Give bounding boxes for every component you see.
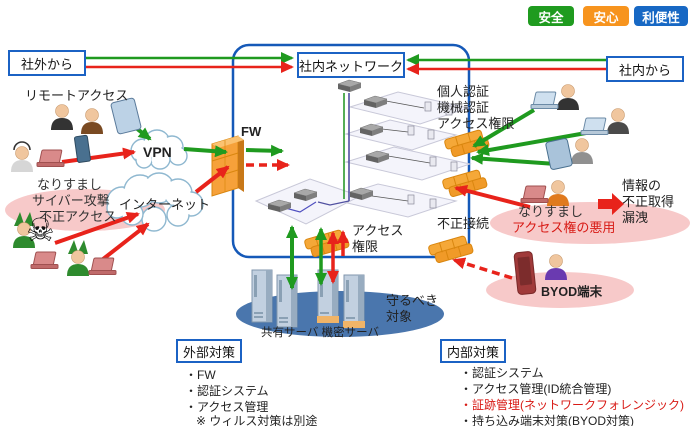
byod-phone-icon [513,251,537,295]
unauthorized-connection-label: 不正接続 [437,216,490,231]
inside-user-2-icon [606,108,630,135]
auth-barrier-icon [443,127,491,159]
access-rights-line1: アクセス [352,223,404,238]
external-measures-box: 外部対策 [176,339,242,363]
convenience-button[interactable]: 利便性 [634,6,688,26]
leak-arrow-icon [598,193,624,215]
servers-label: 共有サーバ 機密サーバ [261,327,379,339]
internet-cloud [106,172,204,232]
jester-laptop-1-icon [30,251,59,269]
remote-access-label: リモートアクセス [25,88,129,103]
spoof-laptop-icon [520,185,549,203]
flow-arrows [54,52,606,290]
external-measure-item: ・FW [185,368,216,382]
attacker-laptop-icon [36,149,65,167]
internet-label: インターネット [119,197,211,212]
access-rights-line2: 権限 [352,239,379,254]
internal-measure-item: ・アクセス管理(ID統合管理) [460,382,612,396]
internal-measure-item: ・認証システム [460,366,544,380]
info-leak-line2: 不正取得 [622,194,675,209]
remote-tablet-icon [110,97,142,135]
firewall-icon [211,135,244,197]
spoofing-label: なりすまし [518,204,584,219]
internal-network-box: 社内ネットワーク [297,52,405,78]
headset-attacker-icon [10,141,34,173]
remote-user-2-icon [80,108,104,135]
jester-attacker-2-icon [66,240,90,277]
byod-label: BYOD端末 [541,285,603,299]
from-inside-box: 社内から [606,56,684,82]
remote-user-1-icon [50,104,74,131]
vpn-label: VPN [143,144,172,160]
external-measure-item: ・認証システム [185,384,269,398]
lan-terminal-icons [407,101,458,209]
internal-measure-item: ・証跡管理(ネットワークフォレンジック) [460,398,684,412]
auth-line1: 個人認証 [437,84,490,99]
from-outside-box: 社外から [8,50,86,76]
auth-line3: アクセス権限 [437,116,515,131]
external-measure-item: ・アクセス管理 [185,400,269,414]
spoof-attacker-icon [546,180,570,207]
privilege-abuse-label: アクセス権の悪用 [512,220,616,235]
confidential-server-icon [317,269,365,328]
jester-attacker-1-icon [12,212,36,249]
byod-user-icon [544,254,568,281]
external-measures-note: ※ ウィルス対策は別途 [196,414,318,426]
inside-laptop-1-icon [530,91,559,109]
threat-left-line2: サイバー攻撃 [32,193,110,208]
internal-measure-item: ・持ち込み端末対策(BYOD対策) [460,414,635,426]
threat-left-line1: なりすまし [37,177,103,192]
byod-barrier-icon [427,233,475,265]
info-leak-line1: 情報の [622,178,662,193]
info-leak-line3: 漏洩 [622,210,649,225]
threat-left-line3: 不正アクセス [39,209,117,224]
auth-line2: 機械認証 [437,100,490,115]
secure-button[interactable]: 安心 [583,6,629,26]
protect-target-line1: 守るべき [386,293,439,308]
jester-laptop-2-icon [88,257,117,275]
inside-laptop-2-icon [580,117,609,135]
skull-icon: ☠ [26,212,55,248]
internal-measures-box: 内部対策 [440,339,506,363]
safe-button[interactable]: 安全 [528,6,574,26]
inside-user-3-icon [570,138,594,165]
protect-target-line2: 対象 [386,309,413,324]
inside-tablet-icon [545,138,573,170]
threat-highlight-spoofing [490,202,690,244]
inside-user-1-icon [556,84,580,111]
remote-phone-icon [74,134,91,163]
fw-label: FW [241,124,262,139]
